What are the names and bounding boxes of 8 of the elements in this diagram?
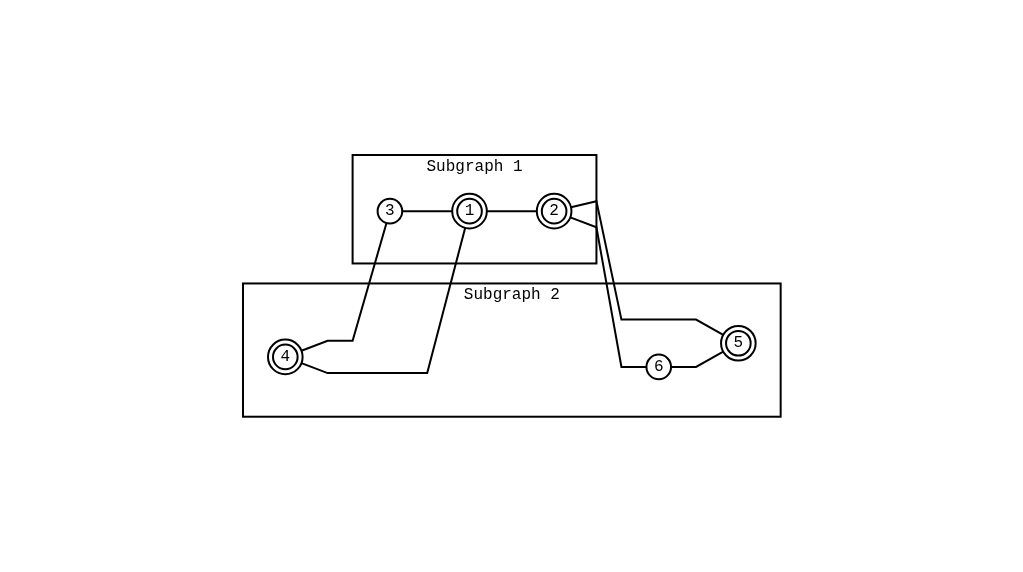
node-circle: 1 — [450, 193, 488, 230]
node-circle: 3 — [376, 198, 403, 225]
node-circle: 5 — [719, 325, 757, 362]
connector — [300, 227, 466, 375]
node-circle: 4 — [266, 338, 304, 376]
node-circle: 2 — [535, 193, 573, 230]
node-circle: 6 — [645, 353, 672, 381]
connector — [300, 222, 388, 352]
